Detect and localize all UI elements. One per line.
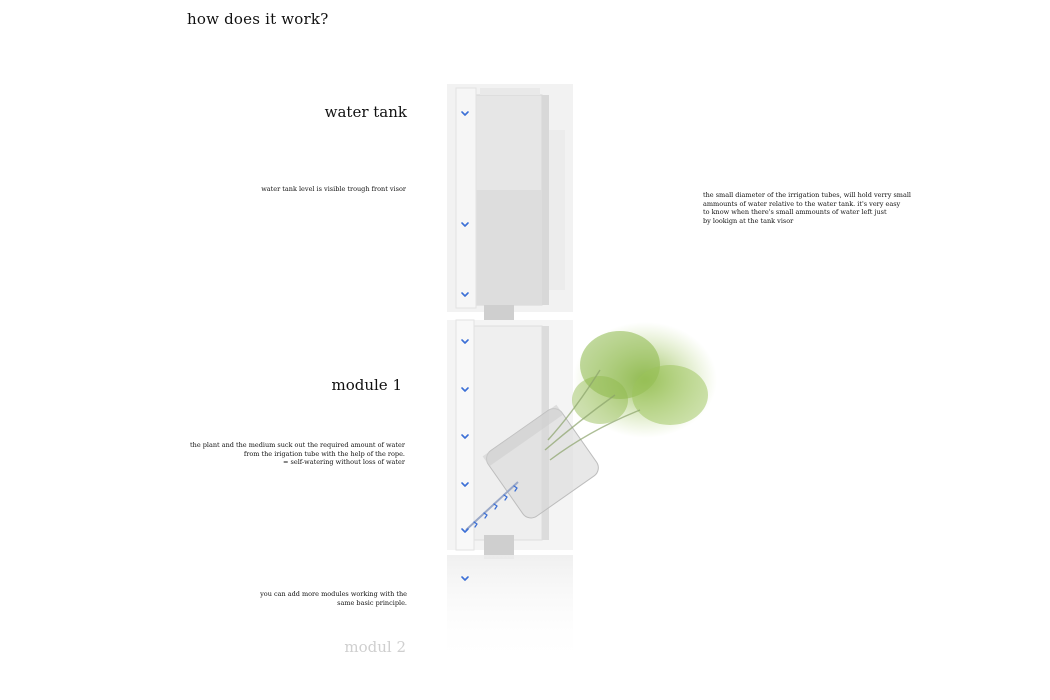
note-tank-level: water tank level is visible trough front… bbox=[261, 185, 406, 193]
water-tank-unit bbox=[447, 84, 573, 329]
module-2-unit bbox=[447, 555, 573, 665]
label-module-1: module 1 bbox=[331, 376, 402, 394]
page-title: how does it work? bbox=[187, 10, 329, 28]
chevron-down-icon bbox=[461, 576, 469, 581]
chevron-down-icon bbox=[461, 528, 469, 533]
chevron-right-icon bbox=[503, 494, 508, 501]
chevron-down-icon bbox=[461, 222, 469, 227]
note-add-modules: you can add more modules working with th… bbox=[260, 590, 407, 607]
note-self-watering: the plant and the medium suck out the re… bbox=[190, 441, 405, 467]
chevron-down-icon bbox=[461, 339, 469, 344]
note-tube-diameter: the small diameter of the irrigation tub… bbox=[703, 191, 911, 225]
chevron-down-icon bbox=[461, 111, 469, 116]
label-module-2: modul 2 bbox=[344, 638, 406, 656]
chevron-down-icon bbox=[461, 434, 469, 439]
chevron-right-icon bbox=[513, 485, 518, 492]
chevron-right-icon bbox=[483, 512, 488, 519]
chevron-down-icon bbox=[461, 292, 469, 297]
chevron-right-icon bbox=[493, 503, 498, 510]
chevron-right-icon bbox=[473, 521, 478, 528]
label-water-tank: water tank bbox=[324, 103, 407, 121]
chevron-down-icon bbox=[461, 482, 469, 487]
module-1-unit bbox=[447, 319, 599, 559]
plant-foliage bbox=[544, 322, 717, 461]
chevron-down-icon bbox=[461, 387, 469, 392]
